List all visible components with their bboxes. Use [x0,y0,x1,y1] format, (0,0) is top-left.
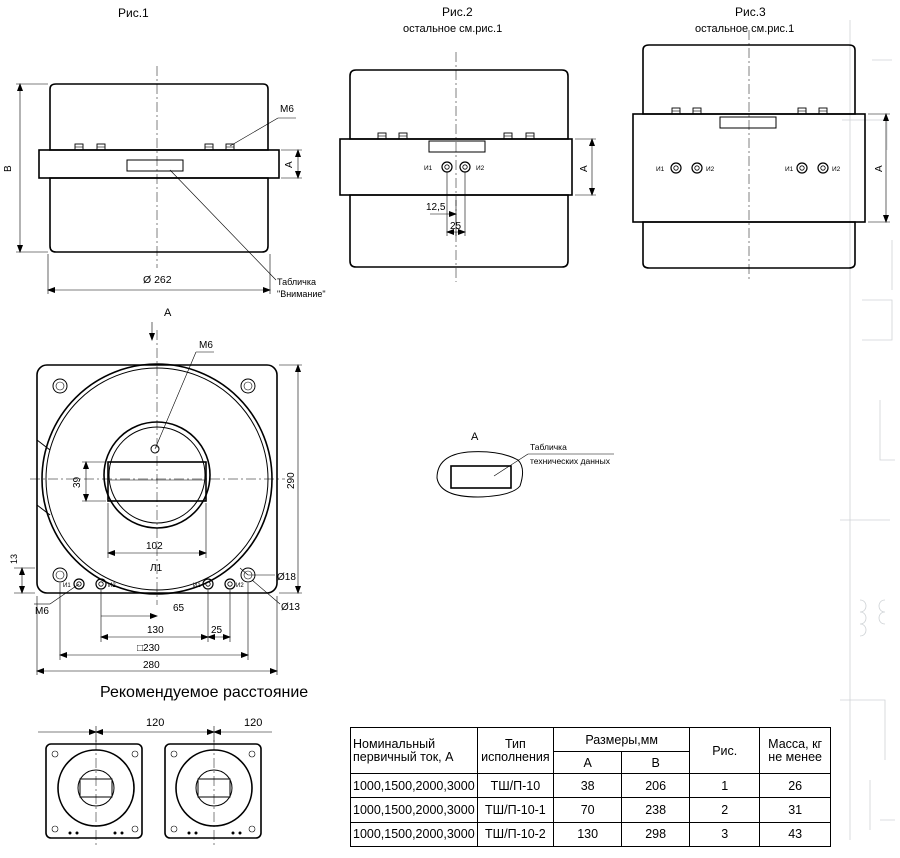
plan-dim-65: 65 [173,603,185,614]
table-row: 1000,1500,2000,3000 ТШ/П-10-2 130 298 3 … [350,821,831,848]
plan-terminal-i1-left: И1 [63,583,71,589]
header-b: В [621,751,691,774]
fig1-dim-b: В [3,165,14,172]
plan-m6-bottom-label: М6 [35,606,49,617]
plan-dim-130: 130 [147,625,164,636]
header-fig: Рис. [689,727,761,774]
recommended-distance: Рекомендуемое расстояние 120 120 [38,684,308,845]
cell-fig: 1 [689,772,761,799]
fig3-dim-a: А [874,165,885,172]
fig2-terminal-i1: И1 [424,165,433,172]
plan-dim-230: □230 [137,643,160,654]
cell-type: ТШ/П-10-2 [476,821,555,848]
background-schematic [840,20,895,840]
fig2-terminal-i2: И2 [476,165,485,172]
table-row: 1000,1500,2000,3000 ТШ/П-10-1 70 238 2 3… [350,797,831,823]
view-a-detail: А Табличка технических данных [436,431,614,498]
recommended-title: Рекомендуемое расстояние [100,684,308,701]
fig3-note: остальное см.рис.1 [695,23,794,35]
recommended-dim-120b: 120 [244,717,262,729]
cell-a: 70 [553,797,623,823]
plan-terminal-i2-right: И2 [236,583,244,589]
recommended-dim-120a: 120 [146,717,164,729]
plan-m6-top-label: М6 [199,340,213,351]
plate-attention-label-2: "Внимание" [277,289,326,299]
fig2-note: остальное см.рис.1 [403,23,502,35]
plan-dim-39: 39 [72,476,83,488]
view-a-label: А [164,307,172,319]
view-a-title: А [471,431,479,443]
fig3-side-view: Рис.3 остальное см.рис.1 И1 И2 И1 И2 А [632,5,890,282]
cell-b: 298 [621,821,691,848]
cell-fig: 3 [689,821,761,848]
fig1-title: Рис.1 [118,6,149,20]
fig1-m6-label: М6 [280,104,294,115]
plan-dim-290: 290 [286,472,297,489]
fig3-terminal-i2-left: И2 [706,166,715,173]
cell-mass: 31 [759,797,831,823]
cell-mass: 26 [759,772,831,799]
table-header-row: Номинальный первичный ток, А Тип исполне… [350,727,831,774]
spec-table: Номинальный первичный ток, А Тип исполне… [350,727,831,848]
plan-l1-label: Л1 [150,563,163,574]
plan-terminal-i1-right: И1 [193,583,201,589]
cell-a: 38 [553,772,623,799]
fig3-terminal-i1-left: И1 [656,166,665,173]
fig3-title: Рис.3 [735,5,766,19]
cell-current: 1000,1500,2000,3000 [350,772,478,799]
fig2-title: Рис.2 [442,5,473,19]
plan-terminal-i2-left: И2 [108,583,116,589]
plate-tech-label-1: Табличка [530,442,567,452]
fig1-dim-dia262: Ø 262 [143,274,172,286]
fig3-terminal-i1-right: И1 [785,166,794,173]
fig2-dim-12-5: 12,5 [426,202,446,213]
cell-type: ТШ/П-10 [476,772,555,799]
plan-dim-25: 25 [211,625,223,636]
fig2-dim-25: 25 [450,221,462,232]
table-subheader-row: А В [351,751,831,774]
cell-b: 206 [621,772,691,799]
fig2-side-view: Рис.2 остальное см.рис.1 И1 И2 12,5 25 А [339,5,596,282]
plan-dim-102: 102 [146,541,163,552]
header-dims: Размеры,мм [553,727,691,752]
cell-mass: 43 [759,821,831,848]
fig2-dim-a: А [579,165,590,172]
fig1-dim-a: А [284,161,295,168]
plate-tech-label-2: технических данных [530,456,611,466]
cell-current: 1000,1500,2000,3000 [350,821,478,848]
header-a: А [553,751,623,774]
header-current: Номинальный первичный ток, А [350,727,478,774]
plan-dia18: Ø18 [277,572,296,583]
table-row: 1000,1500,2000,3000 ТШ/П-10 38 206 1 26 [350,772,831,799]
cell-type: ТШ/П-10-1 [476,797,555,823]
cell-fig: 2 [689,797,761,823]
cell-b: 238 [621,797,691,823]
plan-dim-280: 280 [143,660,160,671]
cell-a: 130 [553,821,623,848]
plate-attention-label-1: Табличка [277,277,316,287]
plan-dim-13-left: 13 [9,554,19,564]
fig3-terminal-i2-right: И2 [832,166,841,173]
cell-current: 1000,1500,2000,3000 [350,797,478,823]
plan-dia13: Ø13 [281,602,300,613]
header-type: Тип исполнения [476,727,555,774]
plan-view: А И1 И2 И1 И2 М6 [9,307,302,675]
fig1-side-view: Рис.1 М6 В А Ø 262 Табличка "Внимание" [3,6,326,299]
header-mass: Масса, кг не менее [759,727,831,774]
